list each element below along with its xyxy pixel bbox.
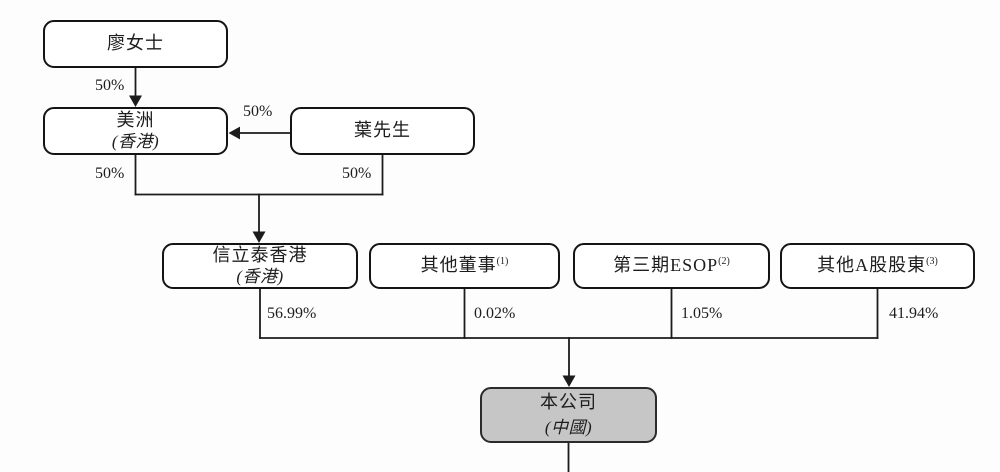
- node-label: 信立泰香港: [212, 244, 308, 265]
- node-salubris-hk: 信立泰香港 (香港): [162, 243, 358, 289]
- node-the-company-china: 本公司 (中國): [480, 387, 657, 443]
- node-label: 其他A股股東(3): [817, 255, 938, 276]
- edge-tier3-merge: [259, 288, 879, 387]
- pct-label-ye-to-meizhou: 50%: [243, 103, 273, 120]
- node-label-text: 其他A股股東: [817, 255, 927, 276]
- footnote-marker: (1): [496, 256, 509, 268]
- node-other-a-shareholders: 其他A股股東(3): [780, 243, 975, 289]
- node-label-text: 第三期ESOP: [613, 255, 719, 276]
- node-label-text: 其他董事: [420, 255, 497, 276]
- edge-liao-to-meizhou: [129, 67, 142, 107]
- node-sublabel: (中國): [544, 417, 593, 437]
- node-label: 廖女士: [107, 33, 164, 54]
- pct-label-ye-down: 50%: [342, 165, 372, 182]
- pct-label-esop: 1.05%: [681, 305, 723, 322]
- footnote-marker: (3): [926, 256, 938, 268]
- node-sublabel: (香港): [111, 132, 160, 152]
- pct-label-sinolink: 56.99%: [267, 305, 317, 322]
- node-meizhou-hk: 美洲 (香港): [43, 107, 228, 155]
- edge-meizhou-ye-merge: [134, 154, 384, 243]
- footnote-marker: (2): [718, 256, 730, 268]
- pct-label-meizhou-down: 50%: [95, 165, 125, 182]
- pct-label-directors: 0.02%: [474, 305, 516, 322]
- node-sublabel: (香港): [236, 267, 284, 287]
- pct-label-ashare: 41.94%: [889, 305, 939, 322]
- node-other-directors: 其他董事(1): [369, 243, 560, 289]
- node-label: 第三期ESOP(2): [613, 255, 730, 276]
- node-label: 美洲: [116, 109, 155, 130]
- node-mr-ye: 葉先生: [290, 107, 475, 155]
- node-ms-liao: 廖女士: [43, 20, 228, 68]
- node-label: 葉先生: [354, 120, 411, 141]
- node-label: 本公司: [540, 392, 597, 413]
- node-label: 其他董事(1): [421, 255, 509, 276]
- pct-label-liao-to-meizhou: 50%: [95, 77, 125, 94]
- edge-ye-to-meizhou: [228, 126, 291, 140]
- node-third-esop: 第三期ESOP(2): [573, 243, 770, 289]
